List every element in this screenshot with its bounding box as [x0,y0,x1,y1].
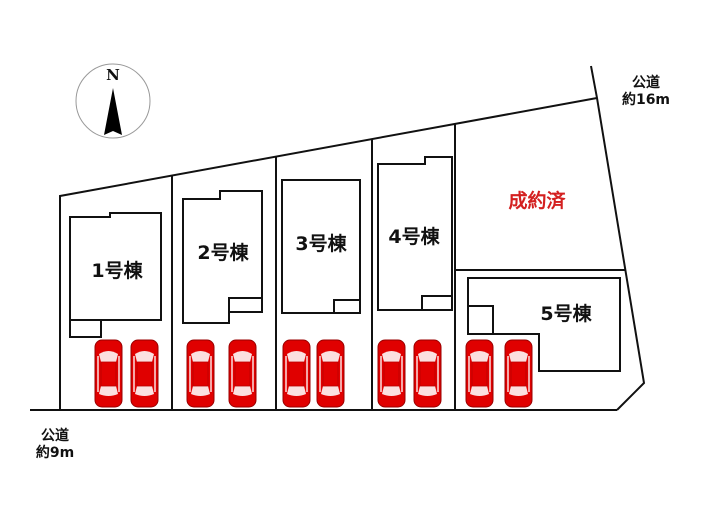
compass-north-label: N [106,66,120,84]
house-2: 2号棟 [182,190,263,324]
car-icon [130,339,159,408]
site-boundary [30,65,646,411]
car-icon [377,339,406,408]
car-icon [504,339,533,408]
south-road-name: 公道 [41,427,69,444]
house-3-label: 3号棟 [295,232,347,255]
car-icon [413,339,442,408]
north-compass-icon: N [75,63,151,139]
house-3: 3号棟 [281,179,361,314]
car-icon [228,339,257,408]
house-4-label: 4号棟 [388,225,440,248]
sold-label: 成約済 [508,189,566,212]
house-5-label: 5号棟 [540,302,592,325]
car-icon [282,339,311,408]
north-arrow-icon [104,88,122,135]
east-road-width: 約16m [622,91,670,108]
car-icon [316,339,345,408]
east-road-name: 公道 [632,74,660,91]
car-icon [94,339,123,408]
north-boundary [59,97,598,410]
house-2-label: 2号棟 [197,241,249,264]
house-1-label: 1号棟 [91,259,143,282]
east-road-edge [590,65,646,411]
house-4: 4号棟 [377,156,453,311]
car-icon [465,339,494,408]
house-5: 5号棟 [467,277,621,372]
parking-cars [94,339,533,408]
car-icon [186,339,215,408]
south-road-width: 約9m [36,444,74,461]
house-1: 1号棟 [69,212,162,338]
